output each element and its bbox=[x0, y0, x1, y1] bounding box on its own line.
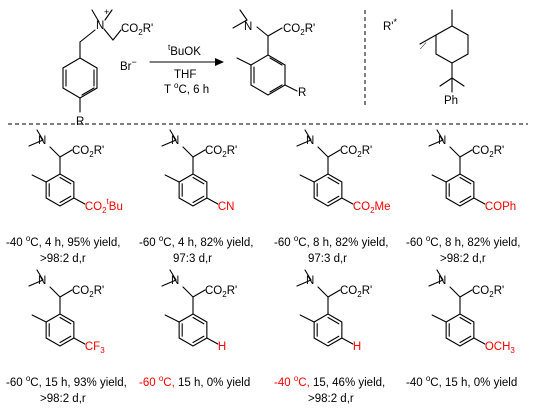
attachment-point-icon: ⟋ bbox=[420, 41, 427, 51]
substituent-label: COPh bbox=[485, 201, 516, 213]
conditions-caption: -40 oC, 15, 46% yield, bbox=[274, 374, 385, 389]
ester-label: CO2R' bbox=[205, 145, 237, 159]
nitrogen-label: N bbox=[306, 275, 314, 287]
selectivity-caption: >98:2 d,r bbox=[308, 393, 354, 405]
substituent-label: CN bbox=[218, 201, 235, 213]
benzene-ring bbox=[45, 173, 75, 207]
ester-label: CO2R' bbox=[340, 285, 372, 299]
benzene-ring bbox=[250, 54, 286, 96]
nitrogen-label: N bbox=[438, 275, 446, 287]
substituent-label: H bbox=[218, 341, 226, 353]
cyclohexane-ring bbox=[435, 25, 469, 64]
positive-charge: + bbox=[104, 7, 109, 17]
benzene-ring bbox=[178, 173, 208, 207]
product-structure: N CO2R' R bbox=[232, 9, 315, 99]
nitrogen-label: N bbox=[171, 275, 179, 287]
benzene-ring bbox=[178, 313, 208, 347]
benzene-ring bbox=[313, 173, 343, 207]
auxiliary-label: R'* bbox=[383, 17, 398, 33]
conditions-caption: -40 oC, 4 h, 95% yield, bbox=[6, 234, 120, 249]
nitrogen-label: N bbox=[38, 275, 46, 287]
solvent-label: THF bbox=[174, 69, 196, 81]
phenyl-label: Ph bbox=[444, 95, 458, 107]
ester-label: CO2R' bbox=[72, 285, 104, 299]
nitrogen-label: N bbox=[438, 135, 446, 147]
ester-label: CO2R' bbox=[340, 145, 372, 159]
substrate-entry: N CO2R' OCH3 -40 oC, 15 h, 0% yield bbox=[406, 269, 517, 389]
selectivity-caption: >98:2 d,r bbox=[40, 253, 86, 265]
conditions-caption: -60 oC, 8 h, 82% yield, bbox=[406, 234, 520, 249]
r-substituent-label: R bbox=[76, 116, 84, 128]
benzene-ring bbox=[62, 57, 98, 99]
conditions-caption: -60 oC, 15 h, 93% yield, bbox=[6, 374, 127, 389]
reaction-arrow-group: tBuOK THF T oC, 6 h bbox=[149, 43, 224, 96]
ester-label: CO2R' bbox=[72, 145, 104, 159]
conditions-caption: -60 oC, 4 h, 82% yield, bbox=[139, 234, 253, 249]
substituent-label: OCH3 bbox=[485, 341, 516, 355]
conditions-caption: -60 oC, 15 h, 0% yield bbox=[139, 374, 250, 389]
r-substituent-label: R bbox=[298, 87, 306, 99]
substrate-entry: N CO2R' COPh -60 oC, 8 h, 82% yield, >98:2 d… bbox=[406, 129, 520, 265]
benzene-ring bbox=[445, 313, 475, 347]
selectivity-caption: 97:3 d,r bbox=[173, 253, 212, 265]
nitrogen-label: N bbox=[171, 135, 179, 147]
substrate-entry: N CO2R' CO2Me -60 oC, 8 h, 82% yield, 97:3 d… bbox=[274, 129, 391, 265]
substituent-label: CF3 bbox=[85, 341, 105, 355]
reagent-label: tBuOK bbox=[168, 43, 201, 58]
ester-label: CO2R' bbox=[472, 145, 504, 159]
ester-label: CO2R' bbox=[205, 285, 237, 299]
nitrogen-label: N bbox=[244, 21, 252, 33]
benzene-ring bbox=[45, 313, 75, 347]
substrate-entry: N CO2R' CN -60 oC, 4 h, 82% yield, 97:3 d,r bbox=[139, 129, 253, 265]
starting-material: N + CO2R' R Br− bbox=[62, 7, 153, 128]
bromide-label: Br− bbox=[120, 57, 137, 73]
benzene-ring bbox=[313, 313, 343, 347]
ester-label: CO2R' bbox=[472, 285, 504, 299]
conditions-label: T oC, 6 h bbox=[164, 81, 209, 96]
substrate-entry: N CO2R' H -60 oC, 15 h, 0% yield bbox=[139, 269, 250, 389]
substrate-grid: N CO2R' CO2tBu -40 oC, 4 h, 95% yield, >98:2… bbox=[6, 129, 520, 405]
substituent-label: H bbox=[353, 341, 361, 353]
nitrogen-label: N bbox=[306, 135, 314, 147]
conditions-caption: -60 oC, 8 h, 82% yield, bbox=[274, 234, 388, 249]
substituent-label: CO2Me bbox=[353, 201, 391, 215]
ester-label: CO2R' bbox=[283, 23, 315, 37]
conditions-caption: -40 oC, 15 h, 0% yield bbox=[406, 374, 517, 389]
nitrogen-label: N bbox=[38, 135, 46, 147]
selectivity-caption: >98:2 d,r bbox=[40, 393, 86, 405]
substrate-entry: N CO2R' H -40 oC, 15, 46% yield, >98:2 d,r bbox=[274, 269, 385, 405]
substituent-label: CO2tBu bbox=[85, 197, 123, 215]
ester-label: CO2R' bbox=[121, 23, 153, 37]
benzene-ring bbox=[445, 173, 475, 207]
auxiliary-structure: R'* ⟋ Ph bbox=[383, 9, 469, 107]
nitrogen-label: N bbox=[96, 20, 104, 32]
selectivity-caption: 97:3 d,r bbox=[308, 253, 347, 265]
selectivity-caption: >98:2 d,r bbox=[440, 253, 486, 265]
substrate-entry: N CO2R' CO2tBu -40 oC, 4 h, 95% yield, >98:2… bbox=[6, 129, 123, 265]
substrate-entry: N CO2R' CF3 -60 oC, 15 h, 93% yield, >98:2 d… bbox=[6, 269, 127, 405]
arrowhead-icon bbox=[215, 58, 224, 66]
